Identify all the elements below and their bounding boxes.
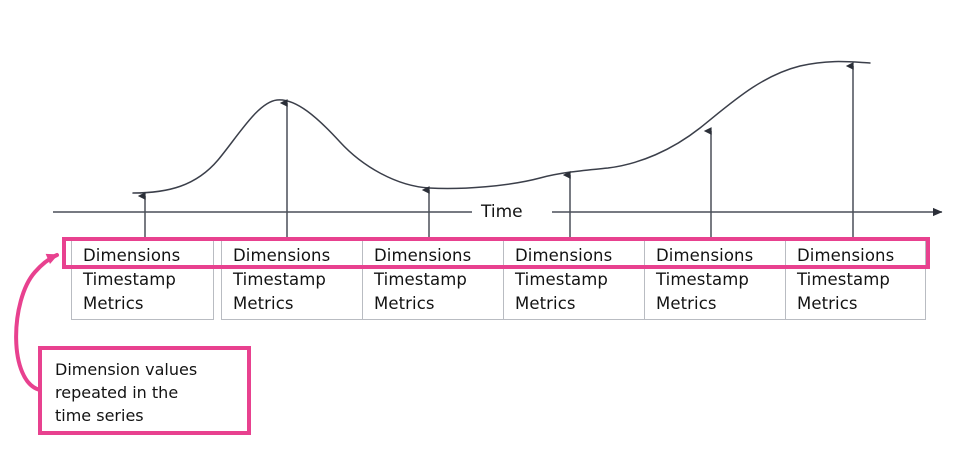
record-dimensions: Dimensions: [233, 246, 331, 265]
record-box: Dimensions Timestamp Metrics: [785, 238, 926, 320]
record-metrics: Metrics: [233, 294, 294, 313]
sample-connector-arrows: [137, 62, 854, 240]
record-timestamp: Timestamp: [374, 270, 468, 289]
record-dimensions: Dimensions: [83, 246, 181, 265]
record-dimensions: Dimensions: [797, 246, 895, 265]
callout-note: Dimension values repeated in the time se…: [38, 346, 251, 435]
callout-line-1: Dimension values: [55, 360, 198, 379]
record-box: Dimensions Timestamp Metrics: [503, 238, 646, 320]
record-timestamp: Timestamp: [797, 270, 891, 289]
record-metrics: Metrics: [83, 294, 144, 313]
axis-label-time: Time: [474, 200, 530, 224]
record-timestamp: Timestamp: [656, 270, 750, 289]
timeseries-curve: [132, 60, 871, 194]
callout-leader-arrow: [14, 253, 59, 392]
dimensions-row-highlight: [62, 237, 930, 269]
record-box: Dimensions Timestamp Metrics: [71, 238, 214, 320]
record-dimensions: Dimensions: [656, 246, 754, 265]
record-timestamp: Timestamp: [83, 270, 177, 289]
callout-line-2: repeated in the: [55, 383, 179, 402]
record-box: Dimensions Timestamp Metrics: [362, 238, 505, 320]
callout-line-3: time series: [55, 406, 144, 425]
record-metrics: Metrics: [656, 294, 717, 313]
record-timestamp: Timestamp: [233, 270, 327, 289]
record-metrics: Metrics: [797, 294, 858, 313]
record-metrics: Metrics: [515, 294, 576, 313]
record-timestamp: Timestamp: [515, 270, 609, 289]
record-dimensions: Dimensions: [515, 246, 613, 265]
record-metrics: Metrics: [374, 294, 435, 313]
record-dimensions: Dimensions: [374, 246, 472, 265]
